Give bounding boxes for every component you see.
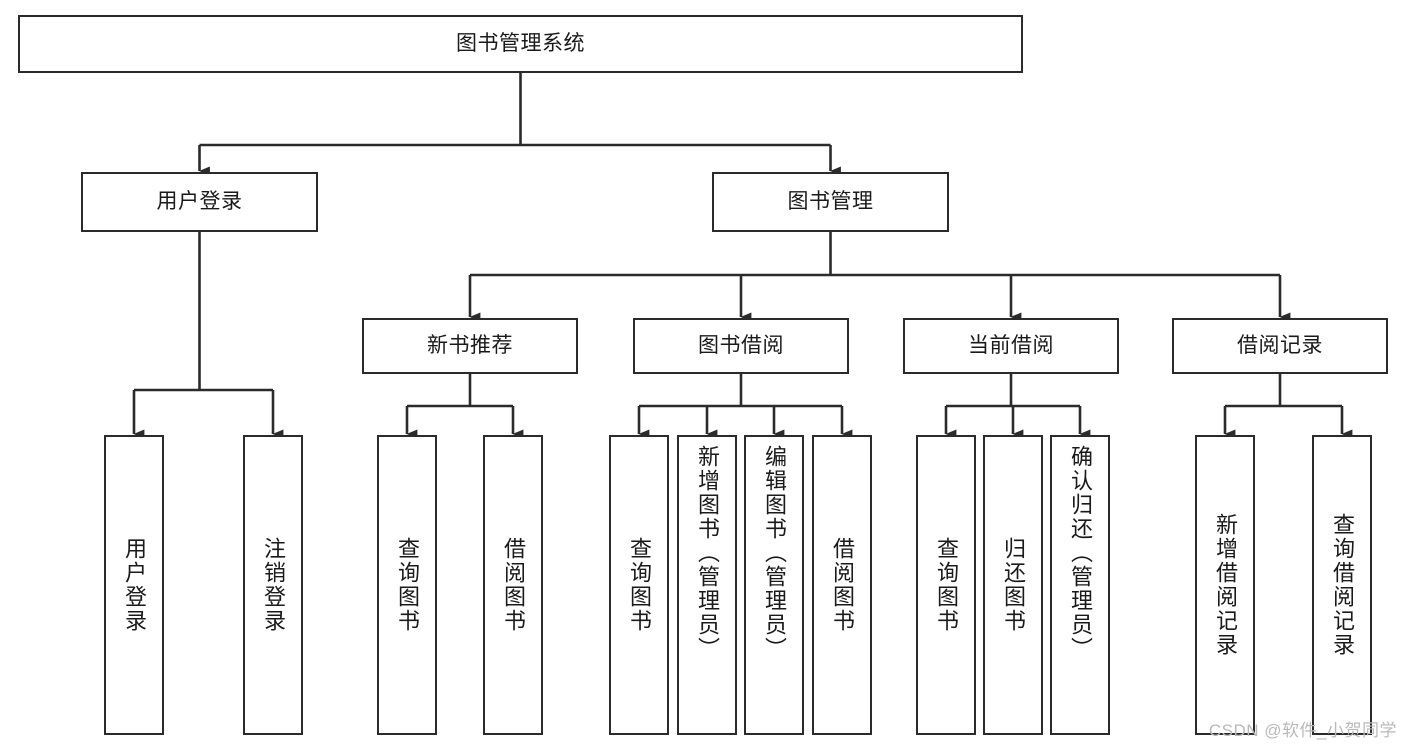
- node-box-leaf-confirm-return[interactable]: 确认归还（管理员）: [1050, 435, 1110, 735]
- node-box-leaf-borrow-book-2[interactable]: 借阅图书: [812, 435, 872, 735]
- node-label-leaf-add-record: 新增借阅记录: [1213, 513, 1238, 657]
- node-label-borrow-record: 借阅记录: [1237, 333, 1323, 357]
- node-box-book-manage[interactable]: 图书管理: [712, 172, 949, 232]
- node-label-new-book-rec: 新书推荐: [427, 333, 513, 357]
- node-label-leaf-query-book-2: 查询图书: [627, 537, 652, 633]
- node-label-leaf-user-login: 用户登录: [122, 537, 147, 633]
- node-box-leaf-query-book-3[interactable]: 查询图书: [916, 435, 976, 735]
- node-label-root: 图书管理系统: [456, 31, 585, 55]
- node-label-leaf-query-book-1: 查询图书: [395, 537, 420, 633]
- node-box-leaf-query-record[interactable]: 查询借阅记录: [1312, 435, 1372, 735]
- node-box-book-borrow[interactable]: 图书借阅: [633, 318, 849, 374]
- node-box-leaf-return-book[interactable]: 归还图书: [983, 435, 1043, 735]
- node-label-leaf-edit-book: 编辑图书（管理员）: [762, 445, 787, 661]
- connector-lines: [132, 73, 1353, 439]
- node-box-new-book-rec[interactable]: 新书推荐: [362, 318, 578, 374]
- node-label-book-manage: 图书管理: [787, 189, 874, 213]
- node-box-user-login[interactable]: 用户登录: [81, 172, 318, 232]
- node-label-leaf-confirm-return: 确认归还（管理员）: [1068, 445, 1093, 661]
- node-label-leaf-return-book: 归还图书: [1001, 537, 1026, 633]
- node-box-root[interactable]: 图书管理系统: [18, 15, 1023, 73]
- node-label-leaf-query-book-3: 查询图书: [934, 537, 959, 633]
- node-label-leaf-borrow-book-1: 借阅图书: [501, 537, 526, 633]
- node-label-leaf-add-book: 新增图书（管理员）: [695, 445, 720, 661]
- node-label-leaf-user-logout: 注销登录: [261, 537, 286, 633]
- csdn-watermark: CSDN @软件_小贺同学: [1208, 721, 1397, 740]
- node-box-leaf-add-book[interactable]: 新增图书（管理员）: [677, 435, 737, 735]
- node-box-leaf-user-logout[interactable]: 注销登录: [243, 435, 303, 735]
- node-label-book-borrow: 图书借阅: [698, 333, 784, 357]
- node-box-borrow-record[interactable]: 借阅记录: [1172, 318, 1388, 374]
- node-label-leaf-query-record: 查询借阅记录: [1330, 513, 1355, 657]
- node-box-leaf-edit-book[interactable]: 编辑图书（管理员）: [744, 435, 804, 735]
- node-label-leaf-borrow-book-2: 借阅图书: [830, 537, 855, 633]
- node-label-user-login: 用户登录: [156, 189, 243, 213]
- node-box-leaf-user-login[interactable]: 用户登录: [104, 435, 164, 735]
- node-box-leaf-add-record[interactable]: 新增借阅记录: [1195, 435, 1255, 735]
- node-box-leaf-borrow-book-1[interactable]: 借阅图书: [483, 435, 543, 735]
- node-box-leaf-query-book-2[interactable]: 查询图书: [609, 435, 669, 735]
- node-label-current-borrow: 当前借阅: [968, 333, 1054, 357]
- node-box-current-borrow[interactable]: 当前借阅: [903, 318, 1119, 374]
- node-box-leaf-query-book-1[interactable]: 查询图书: [377, 435, 437, 735]
